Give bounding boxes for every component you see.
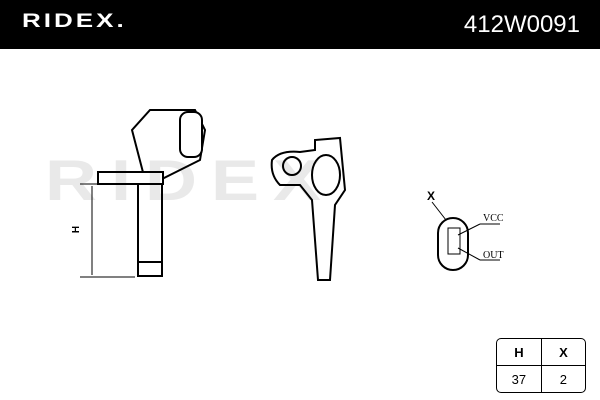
brand-logo: RIDEX. [22, 9, 127, 32]
table-value-h: 37 [497, 366, 542, 392]
table-header-x: X [541, 339, 585, 366]
pin-label-out: OUT [483, 250, 504, 261]
table-value-x: 2 [559, 371, 568, 387]
pin-label-vcc: VCC [483, 213, 504, 224]
height-dimension-label: H [71, 225, 83, 234]
connector-label: X [427, 189, 436, 203]
table-header-h: H [497, 339, 542, 366]
part-number: 412W0091 [463, 11, 580, 38]
header-bar: RIDEX. 412W0091 [0, 0, 600, 49]
